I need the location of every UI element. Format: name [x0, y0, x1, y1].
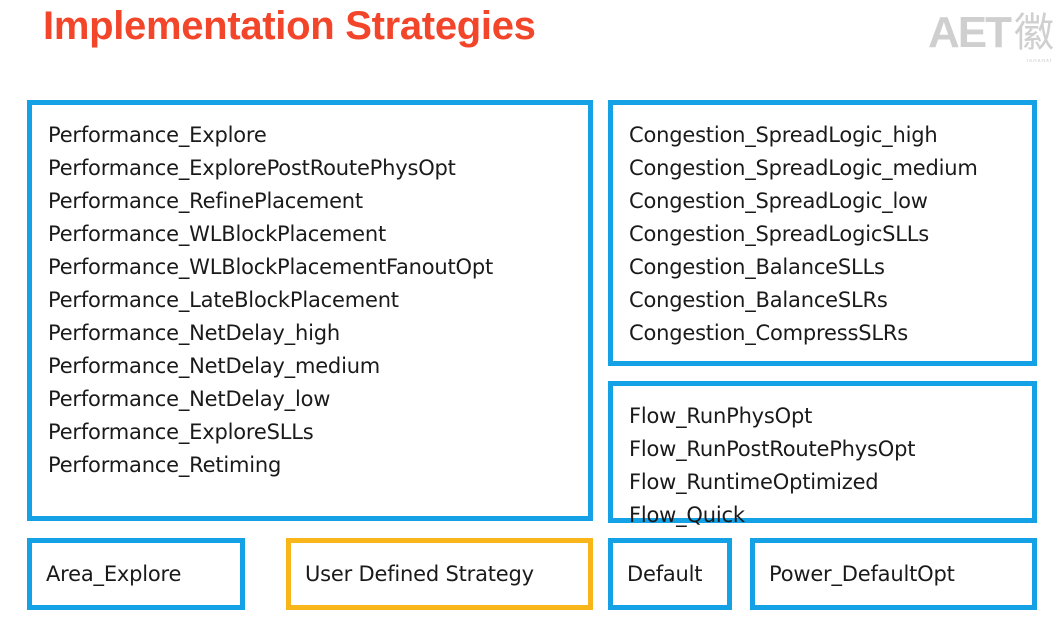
list-item[interactable]: Flow_Quick [629, 503, 745, 527]
list-item[interactable]: Flow_RunPostRoutePhysOpt [629, 437, 916, 461]
strategy-chip-power-default-opt[interactable]: Power_DefaultOpt [750, 538, 1037, 610]
strategy-chip-label: Power_DefaultOpt [769, 562, 955, 586]
performance-item-list: Performance_Explore Performance_ExploreP… [32, 105, 588, 516]
list-item[interactable]: Performance_ExploreSLLs [48, 420, 314, 444]
list-item[interactable]: Performance_NetDelay_low [48, 387, 331, 411]
strategy-chip-default[interactable]: Default [608, 538, 732, 610]
list-item[interactable]: Performance_Retiming [48, 453, 282, 477]
strategy-chip-label: Default [627, 562, 703, 586]
list-item[interactable]: Congestion_CompressSLRs [629, 321, 908, 345]
strategy-chip-label: Area_Explore [46, 562, 182, 586]
list-item[interactable]: Flow_RunPhysOpt [629, 404, 813, 428]
list-item[interactable]: Congestion_SpreadLogic_low [629, 189, 928, 213]
list-item[interactable]: Performance_ExplorePostRoutePhysOpt [48, 156, 456, 180]
list-item[interactable]: Performance_NetDelay_high [48, 321, 340, 345]
list-item[interactable]: Congestion_SpreadLogic_high [629, 123, 938, 147]
strategy-group-performance: Performance_Explore Performance_ExploreP… [27, 100, 593, 521]
congestion-item-list: Congestion_SpreadLogic_high Congestion_S… [613, 105, 1032, 361]
flow-item-list: Flow_RunPhysOpt Flow_RunPostRoutePhysOpt… [613, 386, 1032, 527]
strategy-chip-user-defined[interactable]: User Defined Strategy [286, 538, 593, 610]
list-item[interactable]: Congestion_SpreadLogicSLLs [629, 222, 930, 246]
list-item[interactable]: Performance_Explore [48, 123, 267, 147]
list-item[interactable]: Performance_NetDelay_medium [48, 354, 381, 378]
brand-logo-url: www [1026, 56, 1052, 62]
list-item[interactable]: Congestion_BalanceSLRs [629, 288, 888, 312]
brand-logo-text: AET [928, 10, 1012, 57]
strategy-group-flow: Flow_RunPhysOpt Flow_RunPostRoutePhysOpt… [608, 381, 1037, 527]
strategy-chip-label: User Defined Strategy [305, 562, 534, 586]
brand-logo: AET 徽 www [928, 10, 1054, 62]
strategy-group-congestion: Congestion_SpreadLogic_high Congestion_S… [608, 100, 1037, 366]
brand-logo-cjk-character: 徽 [1014, 10, 1054, 56]
list-item[interactable]: Congestion_BalanceSLLs [629, 255, 885, 279]
list-item[interactable]: Performance_LateBlockPlacement [48, 288, 399, 312]
list-item[interactable]: Performance_WLBlockPlacement [48, 222, 386, 246]
list-item[interactable]: Performance_WLBlockPlacementFanoutOpt [48, 255, 494, 279]
list-item[interactable]: Flow_RuntimeOptimized [629, 470, 879, 494]
list-item[interactable]: Performance_RefinePlacement [48, 189, 363, 213]
strategy-chip-area-explore[interactable]: Area_Explore [27, 538, 245, 610]
list-item[interactable]: Congestion_SpreadLogic_medium [629, 156, 978, 180]
page-title: Implementation Strategies [43, 4, 536, 48]
